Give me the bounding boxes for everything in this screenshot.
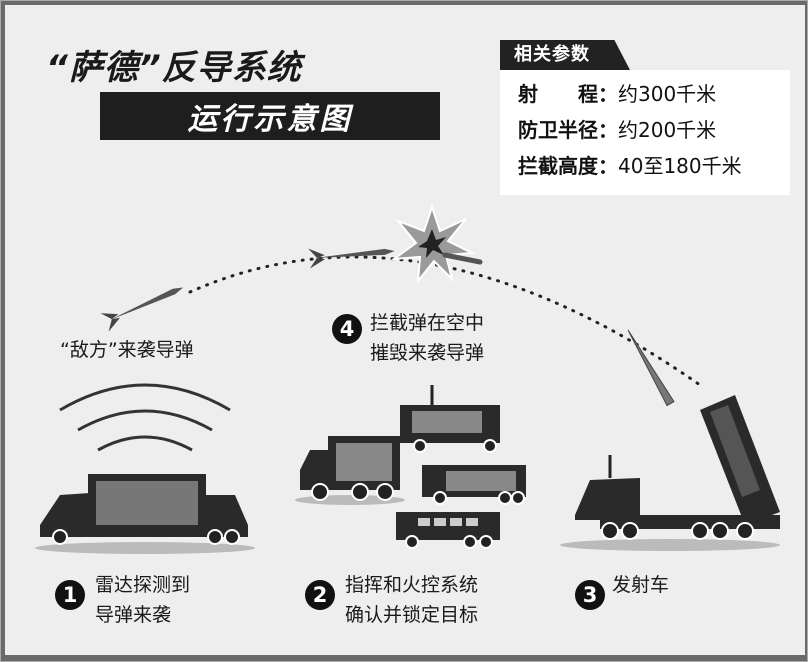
- param-label: 射 程：: [518, 82, 618, 106]
- param-row-radius: 防卫半径：约200千米: [518, 114, 716, 143]
- step-3-badge: 3: [575, 580, 605, 610]
- radar-waves-icon: [59, 383, 231, 452]
- radar-truck-icon: [35, 474, 255, 554]
- enemy-missile-label: “敌方”来袭导弹: [60, 339, 194, 361]
- param-row-range: 射 程：约300千米: [518, 78, 716, 107]
- param-row-altitude: 拦截高度：40至180千米: [518, 150, 742, 179]
- parameters-panel: 相关参数 射 程：约300千米 防卫半径：约200千米 拦截高度：40至180千…: [500, 40, 790, 195]
- enemy-missile-icon: [308, 248, 395, 269]
- param-label: 防卫半径：: [518, 118, 618, 142]
- step-1-line1: 雷达探测到: [95, 574, 191, 596]
- parameters-body: 射 程：约300千米 防卫半径：约200千米 拦截高度：40至180千米: [500, 70, 790, 195]
- step-1-badge: 1: [55, 580, 85, 610]
- fire-control-truck-icon: [295, 436, 405, 505]
- interceptor-missile-icon: [627, 329, 675, 407]
- page-title: “萨德”反导系统: [46, 48, 302, 88]
- parameters-heading: 相关参数: [500, 40, 630, 70]
- step-2-line1: 指挥和火控系统: [345, 574, 479, 596]
- param-label: 拦截高度：: [518, 154, 618, 178]
- step-2-line2: 确认并锁定目标: [345, 604, 479, 626]
- step-2-badge: 2: [305, 580, 335, 610]
- support-truck-icon: [422, 465, 526, 505]
- step-4-badge: 4: [332, 314, 362, 344]
- param-value: 40至180千米: [618, 154, 742, 178]
- command-truck-icon: [400, 385, 500, 453]
- param-value: 约200千米: [618, 118, 717, 142]
- launcher-truck-icon: [560, 395, 780, 551]
- enemy-missile-icon: [100, 287, 184, 332]
- page-subtitle: 运行示意图: [100, 92, 440, 140]
- watermark-fade: [700, 565, 804, 654]
- step-4-line1: 拦截弹在空中: [370, 312, 485, 334]
- step-3-line1: 发射车: [612, 574, 670, 596]
- missile-reload-truck-icon: [396, 512, 500, 549]
- step-1-line2: 导弹来袭: [95, 604, 172, 626]
- interceptor-trail: [442, 252, 483, 265]
- explosion-icon: [390, 203, 476, 285]
- step-4-line2: 摧毁来袭导弹: [370, 342, 485, 364]
- param-value: 约300千米: [618, 82, 717, 106]
